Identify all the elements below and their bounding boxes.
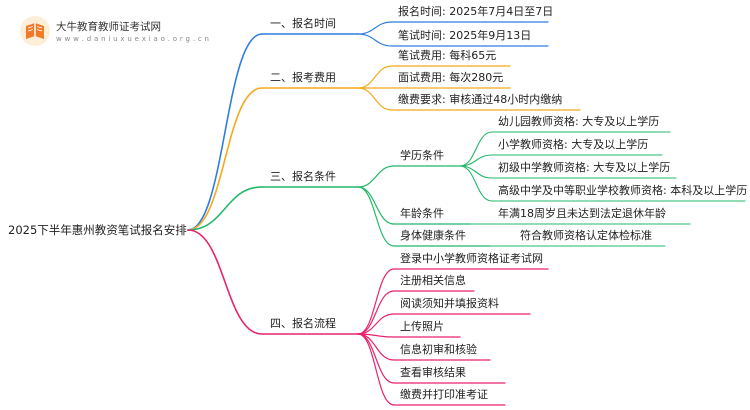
logo-book-page (27, 26, 43, 32)
connector-leaf (357, 21, 393, 35)
connector-leaf (357, 333, 395, 406)
process-step-upload-photo: 上传照片 (400, 320, 444, 333)
connector-leaf (357, 33, 393, 47)
root-topic: 2025下半年惠州教资笔试报名安排 (8, 223, 187, 237)
connector-root-branch (187, 33, 263, 231)
senior-vocational-requirement: 高级中学及中等职业学校教师资格: 本科及以上学历 (498, 184, 748, 197)
process-step-fill-form: 阅读须知并填报资料 (400, 297, 499, 310)
branch-registration-time: 一、报名时间 (270, 17, 336, 30)
branch-process: 四、报名流程 (270, 317, 336, 330)
exam-date: 笔试时间: 2025年9月13日 (398, 29, 532, 42)
branch-eligibility: 三、报名条件 (270, 170, 336, 183)
connector-root-branch (187, 87, 263, 231)
primary-school-requirement: 小学教师资格: 大专及以上学历 (498, 138, 649, 151)
connector-leaf (459, 165, 493, 202)
connector-subnode (357, 165, 395, 188)
connector-leaf (357, 333, 395, 361)
process-step-login: 登录中小学教师资格证考试网 (400, 252, 543, 265)
junior-middle-requirement: 初级中学教师资格: 大专及以上学历 (498, 161, 671, 174)
connector-root-branch (187, 229, 263, 335)
connector-leaf (459, 131, 493, 167)
health-requirement: 身体健康条件 (400, 229, 466, 242)
connector-leaf (357, 290, 395, 335)
payment-requirement: 缴费要求: 审核通过48小时内缴纳 (398, 93, 563, 106)
process-step-pay-print: 缴费并打印准考证 (400, 388, 488, 401)
site-logo: 大牛教育教师证考试网 w w w . d a n i u x u e x i a… (18, 14, 209, 48)
process-step-register: 注册相关信息 (400, 274, 466, 287)
branch-fees: 二、报考费用 (270, 71, 336, 84)
connector-leaf (357, 65, 393, 89)
written-exam-fee: 笔试费用: 每科65元 (398, 49, 497, 62)
process-step-review: 信息初审和核验 (400, 343, 477, 356)
logo-title: 大牛教育教师证考试网 (56, 21, 161, 33)
connector-leaf (357, 87, 393, 111)
connector-subnode (357, 186, 395, 247)
process-step-check-result: 查看审核结果 (400, 366, 466, 379)
logo-url: w w w . d a n i u x u e x i a o . o r g … (56, 35, 210, 43)
connector-root-branch (187, 186, 263, 231)
kindergarten-requirement: 幼儿园教师资格: 大专及以上学历 (498, 115, 660, 128)
registration-period: 报名时间: 2025年7月4日至7日 (398, 5, 554, 18)
age-requirement-detail: 年满18周岁且未达到法定退休年龄 (498, 207, 666, 220)
health-requirement-detail: 符合教师资格认定体检标准 (520, 229, 652, 242)
connector-leaf (357, 268, 395, 335)
connector-leaf (357, 313, 395, 335)
book-icon (20, 16, 50, 46)
age-requirement: 年龄条件 (400, 207, 444, 220)
interview-fee: 面试费用: 每次280元 (398, 71, 504, 84)
education-requirement: 学历条件 (400, 149, 444, 162)
